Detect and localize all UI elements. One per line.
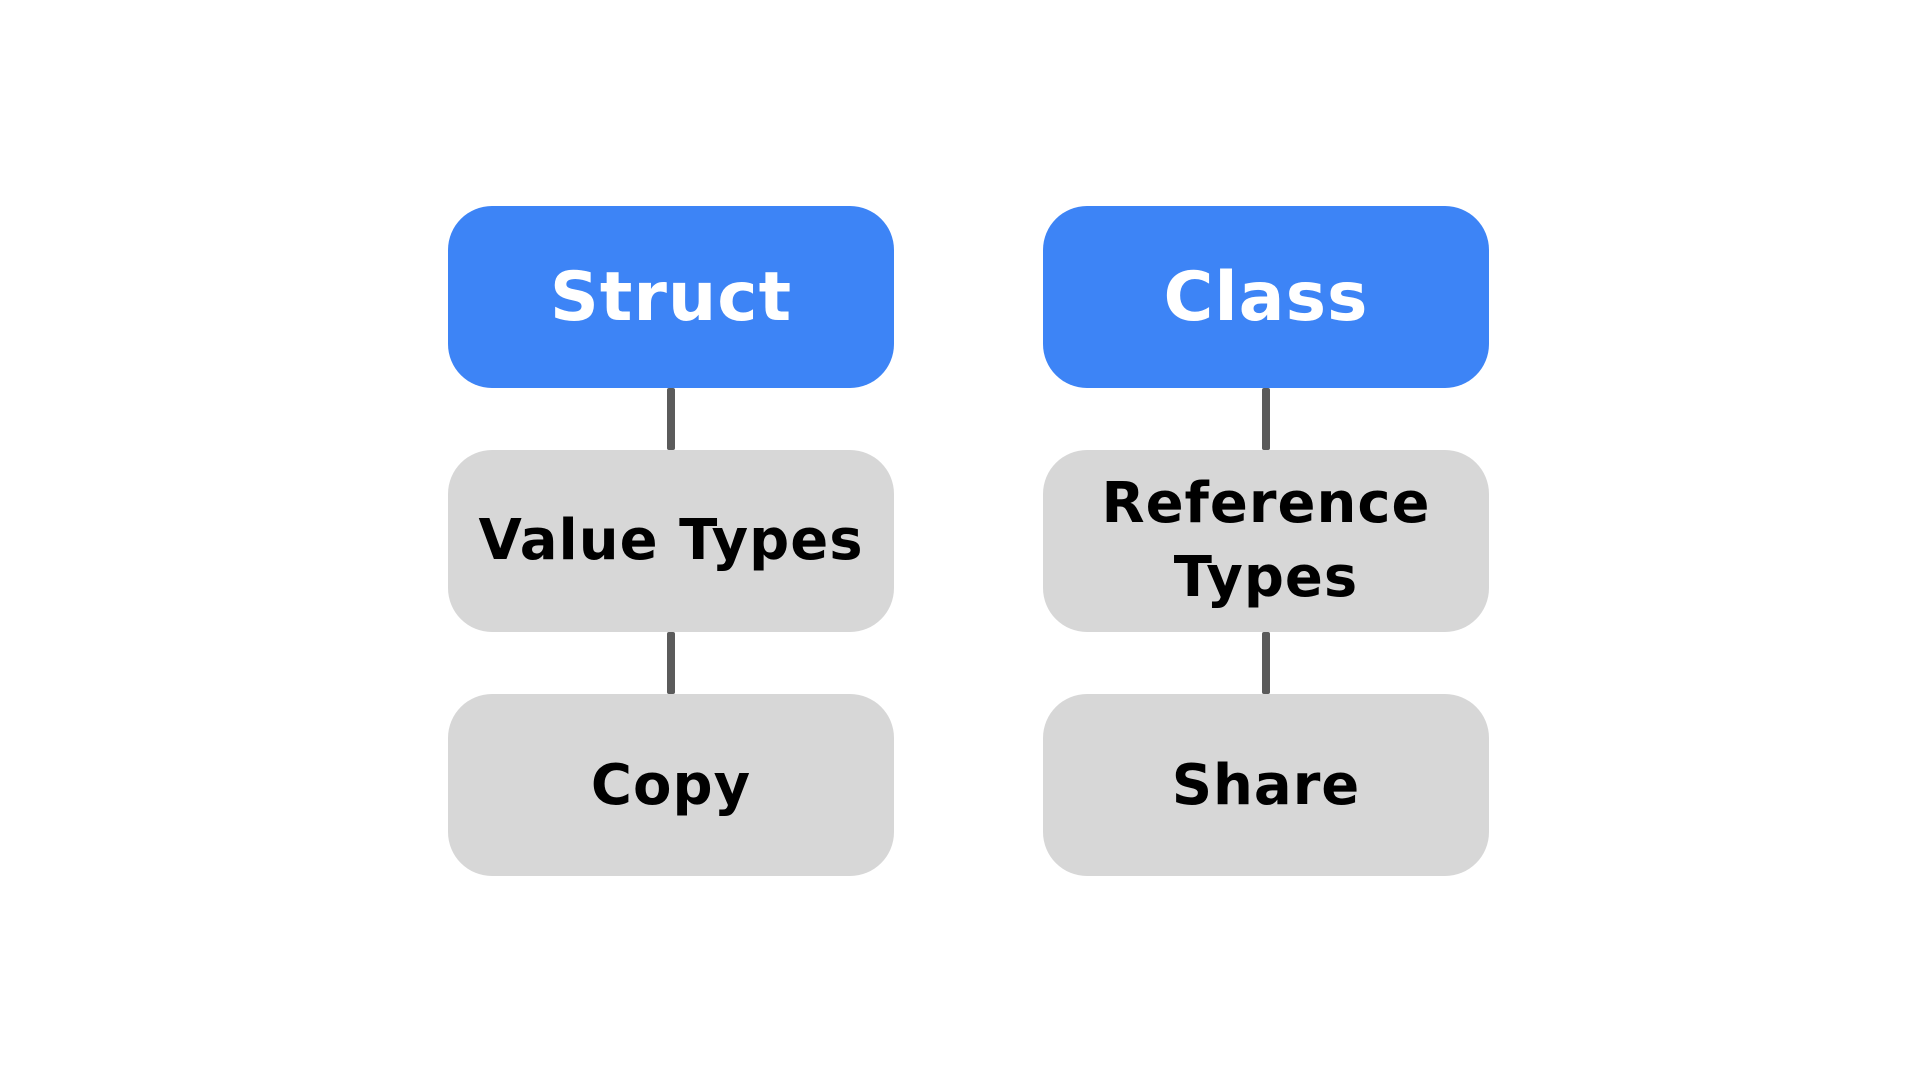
value-types-to-copy-connector bbox=[667, 632, 675, 694]
struct-to-value-types-connector bbox=[667, 388, 675, 450]
value-types-node: Value Types bbox=[448, 450, 894, 632]
copy-node: Copy bbox=[448, 694, 894, 876]
class-header-node: Class bbox=[1043, 206, 1489, 388]
struct-header-node: Struct bbox=[448, 206, 894, 388]
class-to-reference-types-connector bbox=[1262, 388, 1270, 450]
share-node: Share bbox=[1043, 694, 1489, 876]
class-column: Class Reference Types Share bbox=[1043, 0, 1489, 1080]
reference-types-to-share-connector bbox=[1262, 632, 1270, 694]
struct-column: Struct Value Types Copy bbox=[448, 0, 894, 1080]
reference-types-node: Reference Types bbox=[1043, 450, 1489, 632]
